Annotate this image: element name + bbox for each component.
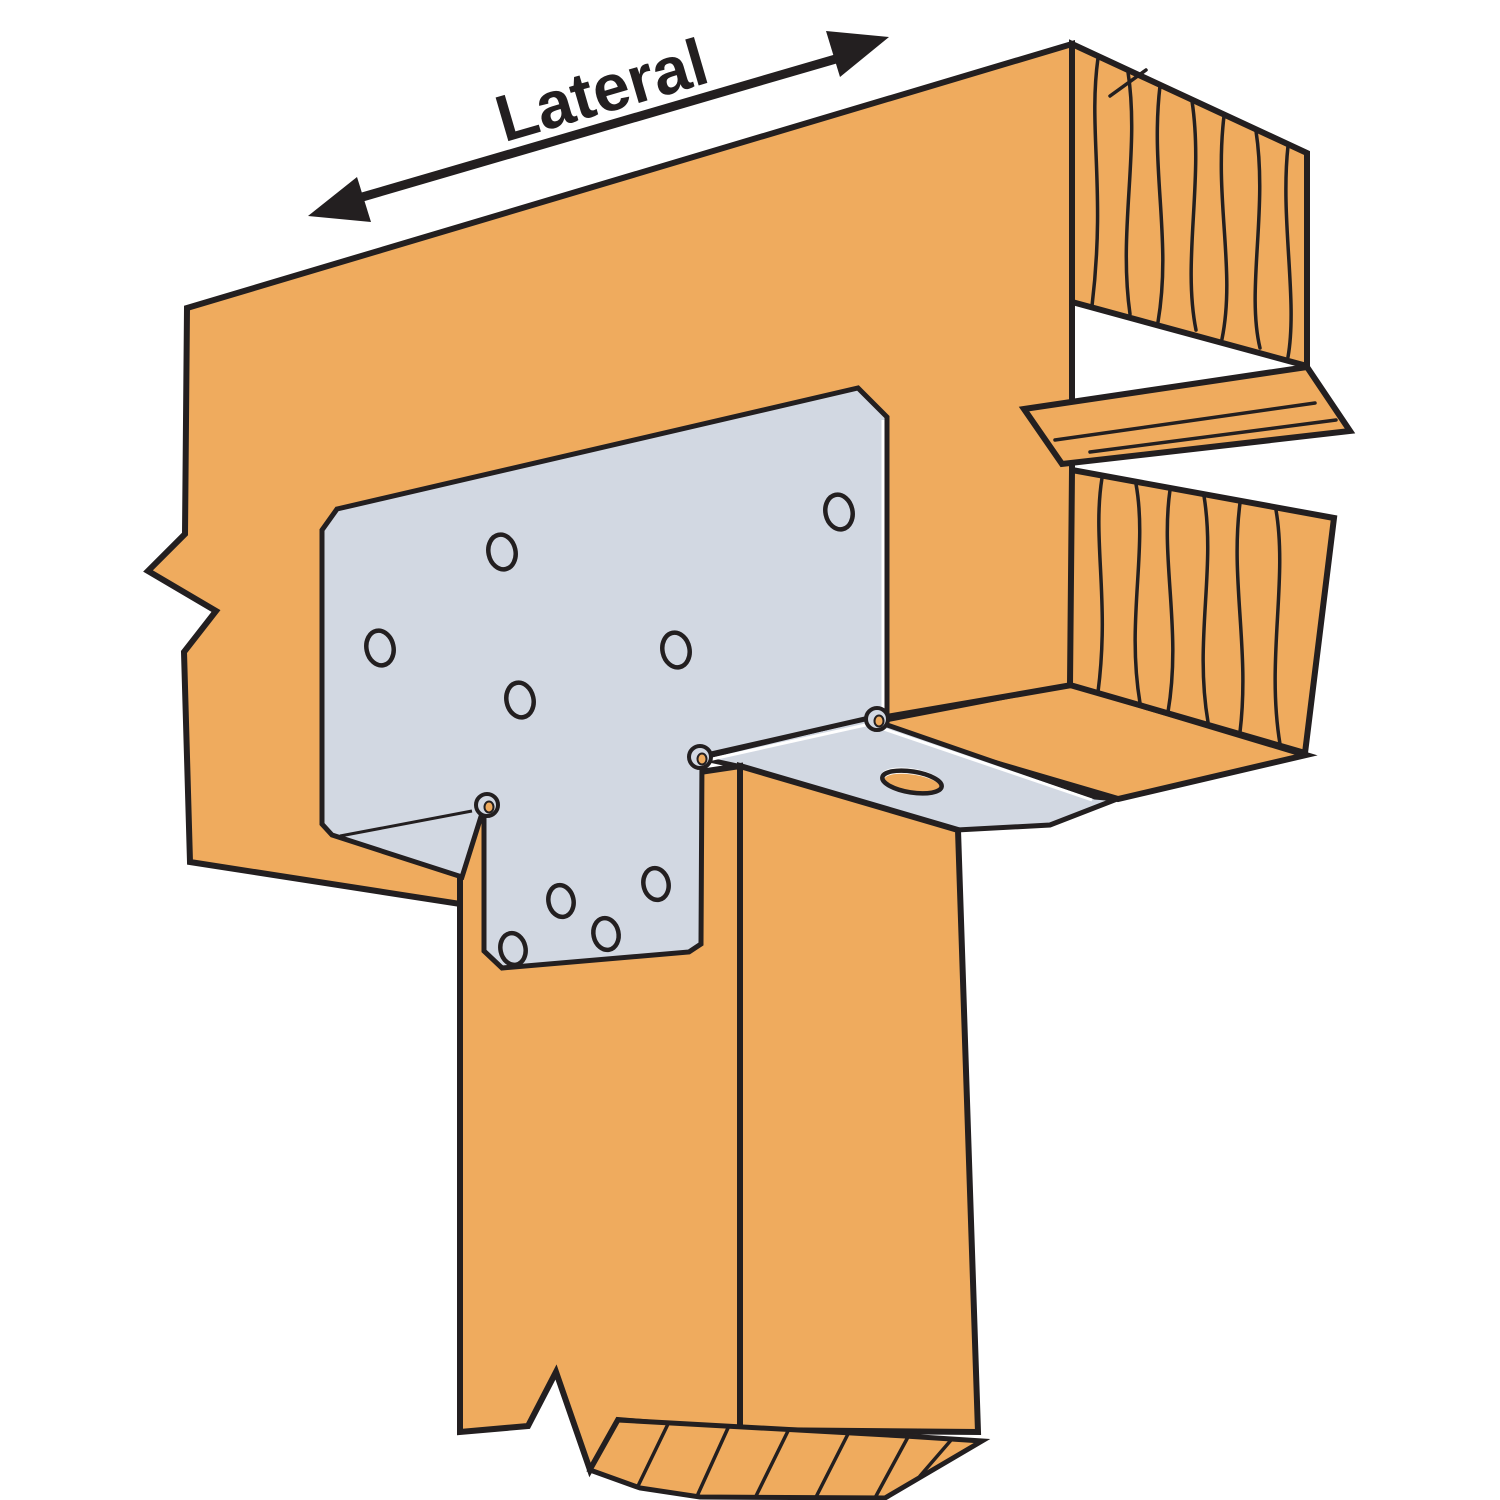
post-break-grain — [586, 1417, 991, 1500]
lateral-label: Lateral — [487, 24, 716, 156]
beam-end-grain — [1018, 39, 1356, 757]
beam-end-upper — [1069, 39, 1310, 370]
plate-hole — [660, 630, 692, 670]
lateral-arrow — [308, 31, 889, 222]
seat-bolt-hole — [880, 767, 944, 796]
plate-hole — [823, 492, 855, 532]
plate-hole — [504, 680, 536, 720]
plate-hole — [486, 532, 518, 572]
tab-hole — [591, 915, 621, 953]
curl — [474, 792, 500, 818]
tab-nail-holes — [498, 865, 671, 968]
connector-seat — [699, 715, 1118, 833]
curl — [687, 744, 713, 770]
beam-break-wedge — [1018, 363, 1356, 468]
plate-nail-holes — [364, 492, 855, 720]
tab-hole — [641, 865, 671, 903]
post-right-face — [737, 761, 982, 1436]
plate-hole — [364, 628, 396, 668]
curl — [864, 706, 890, 732]
tab-hole — [498, 930, 528, 968]
bend-curls — [474, 706, 890, 818]
connector-plate — [319, 385, 890, 971]
arrowhead-right — [826, 31, 889, 77]
plate-body — [319, 385, 890, 971]
tab-hole — [546, 882, 576, 920]
arrowhead-left — [308, 177, 371, 222]
